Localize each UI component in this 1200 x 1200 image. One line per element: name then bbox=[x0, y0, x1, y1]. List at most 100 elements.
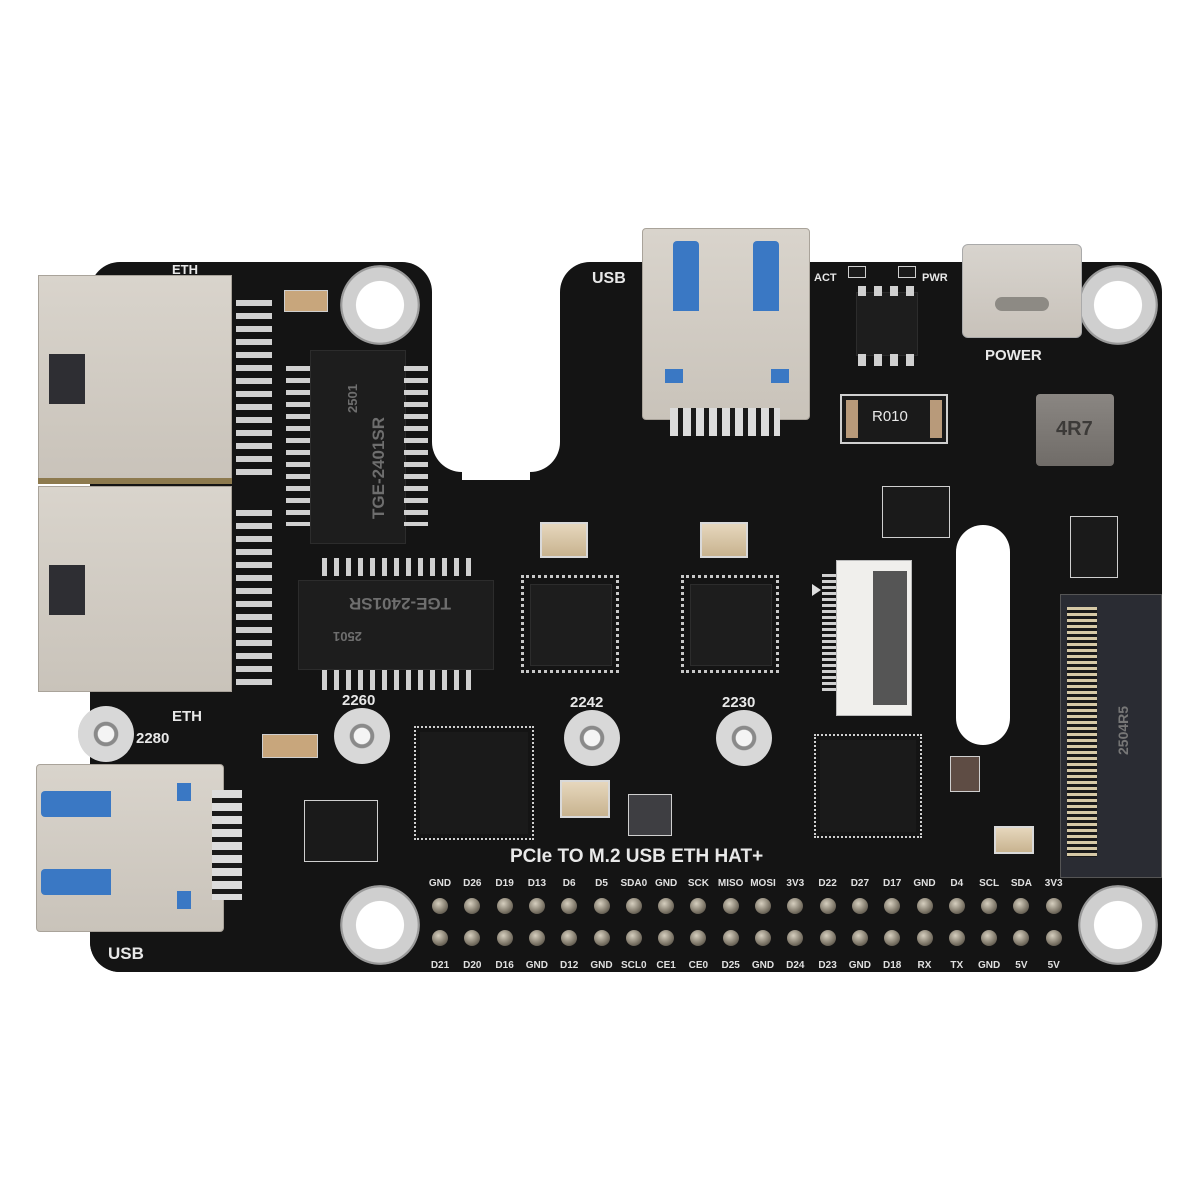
usb-bottom-pins bbox=[212, 790, 242, 900]
crystal-3 bbox=[560, 780, 610, 818]
transformer-2-date: 2501 bbox=[333, 629, 362, 644]
gpio-label-bottom: CE0 bbox=[688, 960, 709, 971]
transformer-1-pins-left bbox=[286, 366, 310, 526]
usb-c-port[interactable] bbox=[962, 244, 1082, 338]
m2-length-2242: 2242 bbox=[570, 694, 604, 711]
gpio-pin bbox=[593, 898, 610, 914]
gpio-pin bbox=[722, 930, 739, 946]
m2-slot-marking: 2504R5 bbox=[1115, 705, 1131, 755]
gpio-pin bbox=[851, 898, 868, 914]
resistor-terminal-right bbox=[930, 400, 942, 438]
gpio-label-bottom: D25 bbox=[721, 960, 740, 971]
gpio-label-top: SCK bbox=[687, 878, 709, 889]
gpio-label-bottom: D23 bbox=[818, 960, 837, 971]
power-label: POWER bbox=[985, 347, 1042, 364]
gpio-pin bbox=[1013, 898, 1030, 914]
ffc-connector[interactable] bbox=[836, 560, 912, 716]
crystal-1 bbox=[540, 522, 588, 558]
gpio-pin bbox=[658, 898, 675, 914]
gpio-pin bbox=[625, 898, 642, 914]
gpio-pin bbox=[464, 898, 481, 914]
gpio-label-top: SCL bbox=[979, 878, 1000, 889]
ethernet-transformer-2: TGE-2401SR 2501 bbox=[298, 580, 494, 670]
gpio-label-bottom: D20 bbox=[463, 960, 482, 971]
gpio-pin bbox=[658, 930, 675, 946]
usb-port-icon bbox=[41, 791, 111, 817]
ethernet-controller-2-pins bbox=[681, 575, 779, 673]
m2-standoff-2280[interactable] bbox=[78, 706, 134, 762]
gpio-pin bbox=[819, 898, 836, 914]
usb-label-bottom: USB bbox=[108, 944, 144, 963]
usb-c-port-icon bbox=[995, 297, 1049, 311]
gpio-pin bbox=[561, 930, 578, 946]
gpio-label-bottom: D18 bbox=[883, 960, 902, 971]
m2-standoff-2260[interactable] bbox=[334, 708, 390, 764]
gpio-label-top: D26 bbox=[463, 878, 482, 889]
act-label: ACT bbox=[814, 272, 837, 284]
gpio-pin bbox=[464, 930, 481, 946]
gpio-label-bottom: D21 bbox=[430, 960, 450, 971]
ethernet-pins-top bbox=[236, 300, 272, 475]
m2-standoff-2242[interactable] bbox=[564, 710, 620, 766]
gpio-pin bbox=[981, 930, 998, 946]
m2-length-2280: 2280 bbox=[136, 730, 170, 747]
pcb-notch-cut bbox=[432, 262, 560, 472]
gpio-pin bbox=[528, 930, 545, 946]
eth-label-bottom: ETH bbox=[172, 708, 202, 725]
ethernet-transformer-1: TGE-2401SR 2501 bbox=[310, 350, 406, 544]
gpio-label-top: D19 bbox=[495, 878, 514, 889]
gpio-label-top: GND bbox=[654, 878, 678, 889]
ethernet-port-bottom[interactable] bbox=[38, 486, 232, 692]
usb-port-bottom[interactable] bbox=[36, 764, 224, 932]
gpio-label-top: D22 bbox=[818, 878, 837, 889]
ic-small-2 bbox=[1070, 516, 1118, 578]
eth-label-top: ETH bbox=[172, 262, 198, 277]
capacitor-1 bbox=[284, 290, 328, 312]
gpio-header[interactable] bbox=[426, 890, 1074, 956]
pwr-led bbox=[898, 266, 916, 278]
m2-standoff-2230[interactable] bbox=[716, 710, 772, 766]
transformer-1-pins-right bbox=[404, 366, 428, 526]
gpio-pin bbox=[1045, 930, 1062, 946]
gpio-label-top: GND bbox=[913, 878, 936, 889]
ethernet-port-icon bbox=[49, 354, 85, 404]
usb-port-top[interactable] bbox=[642, 228, 810, 420]
gpio-label-top: 3V3 bbox=[1044, 878, 1063, 889]
gpio-label-bottom: GND bbox=[848, 960, 871, 971]
usb-contact-right bbox=[753, 241, 779, 311]
gpio-label-bottom: 5V bbox=[1047, 960, 1060, 971]
gpio-pin bbox=[916, 930, 933, 946]
transformer-2-pins-bottom bbox=[322, 670, 472, 690]
ethernet-pins-bottom bbox=[236, 510, 272, 685]
usb-top-pins bbox=[670, 408, 780, 436]
m2-slot[interactable]: 2504R5 bbox=[1060, 594, 1162, 878]
gpio-label-bottom: RX bbox=[917, 960, 932, 971]
gpio-pin bbox=[916, 898, 933, 914]
gpio-pin bbox=[432, 898, 448, 914]
gpio-label-top: D6 bbox=[562, 878, 576, 889]
gpio-label-top: SDA0 bbox=[620, 878, 648, 889]
gpio-pin bbox=[981, 898, 998, 914]
inductor-marking: 4R7 bbox=[1056, 418, 1093, 440]
gpio-label-top: D27 bbox=[850, 878, 870, 889]
gpio-label-top: MISO bbox=[717, 878, 744, 889]
gpio-pin bbox=[625, 930, 642, 946]
gpio-pin bbox=[819, 930, 836, 946]
gpio-pin bbox=[948, 898, 965, 914]
gpio-label-top: D4 bbox=[950, 878, 964, 889]
gpio-pin bbox=[593, 930, 610, 946]
board-title: PCIe TO M.2 USB ETH HAT+ bbox=[510, 846, 764, 867]
gpio-label-top: MOSI bbox=[750, 878, 776, 889]
ic-small-3 bbox=[304, 800, 378, 862]
crystal-2 bbox=[700, 522, 748, 558]
usb-port-icon bbox=[673, 241, 699, 311]
gpio-label-bottom: GND bbox=[525, 960, 548, 971]
ethernet-port-top[interactable] bbox=[38, 275, 232, 479]
gpio-label-bottom: D12 bbox=[560, 960, 579, 971]
gpio-pin bbox=[528, 898, 545, 914]
m2-length-2230: 2230 bbox=[722, 694, 756, 711]
gpio-pin bbox=[1045, 898, 1062, 914]
mounting-hole-top-right bbox=[1078, 265, 1158, 345]
m2-length-2260: 2260 bbox=[342, 692, 376, 709]
power-ic-pins-top bbox=[858, 286, 914, 296]
